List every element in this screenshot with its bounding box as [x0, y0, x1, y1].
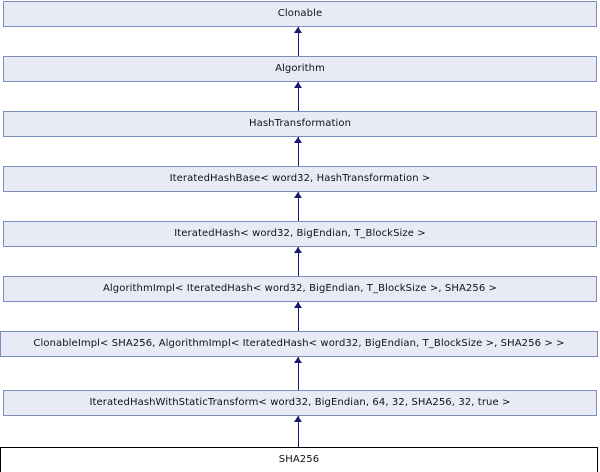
- class-node-iteratedhash[interactable]: IteratedHash< word32, BigEndian, T_Block…: [3, 221, 597, 247]
- arrow-up-icon: [294, 357, 302, 363]
- inheritance-edge: [298, 27, 299, 56]
- arrow-up-icon: [294, 137, 302, 143]
- arrow-up-icon: [294, 192, 302, 198]
- inheritance-edge: [298, 357, 299, 390]
- inheritance-edge: [298, 302, 299, 331]
- inheritance-edge: [298, 416, 299, 447]
- arrow-up-icon: [294, 247, 302, 253]
- class-node-label: SHA256: [278, 454, 320, 465]
- class-node-label: ClonableImpl< SHA256, AlgorithmImpl< Ite…: [33, 338, 565, 349]
- inheritance-edge: [298, 247, 299, 276]
- arrow-up-icon: [294, 27, 302, 33]
- arrow-up-icon: [294, 302, 302, 308]
- class-node-label: IteratedHashBase< word32, HashTransforma…: [169, 173, 431, 184]
- class-node-sha256[interactable]: SHA256: [0, 447, 598, 472]
- class-node-clonableimpl[interactable]: ClonableImpl< SHA256, AlgorithmImpl< Ite…: [0, 331, 598, 357]
- class-node-label: AlgorithmImpl< IteratedHash< word32, Big…: [102, 283, 498, 294]
- arrow-up-icon: [294, 416, 302, 422]
- class-node-clonable[interactable]: Clonable: [3, 1, 597, 27]
- class-node-algorithmimpl[interactable]: AlgorithmImpl< IteratedHash< word32, Big…: [3, 276, 597, 302]
- class-node-label: HashTransformation: [248, 118, 352, 129]
- inheritance-edge: [298, 137, 299, 166]
- class-node-label: IteratedHashWithStaticTransform< word32,…: [89, 397, 511, 408]
- class-node-iteratedhashbase[interactable]: IteratedHashBase< word32, HashTransforma…: [3, 166, 597, 192]
- class-node-hashtransformation[interactable]: HashTransformation: [3, 111, 597, 137]
- class-node-iteratedhashwithstatictransform[interactable]: IteratedHashWithStaticTransform< word32,…: [3, 390, 597, 416]
- class-node-algorithm[interactable]: Algorithm: [3, 56, 597, 82]
- class-node-label: Algorithm: [275, 63, 325, 74]
- class-node-label: IteratedHash< word32, BigEndian, T_Block…: [174, 228, 426, 239]
- inheritance-edge: [298, 82, 299, 111]
- class-node-label: Clonable: [277, 8, 323, 19]
- inheritance-edge: [298, 192, 299, 221]
- arrow-up-icon: [294, 82, 302, 88]
